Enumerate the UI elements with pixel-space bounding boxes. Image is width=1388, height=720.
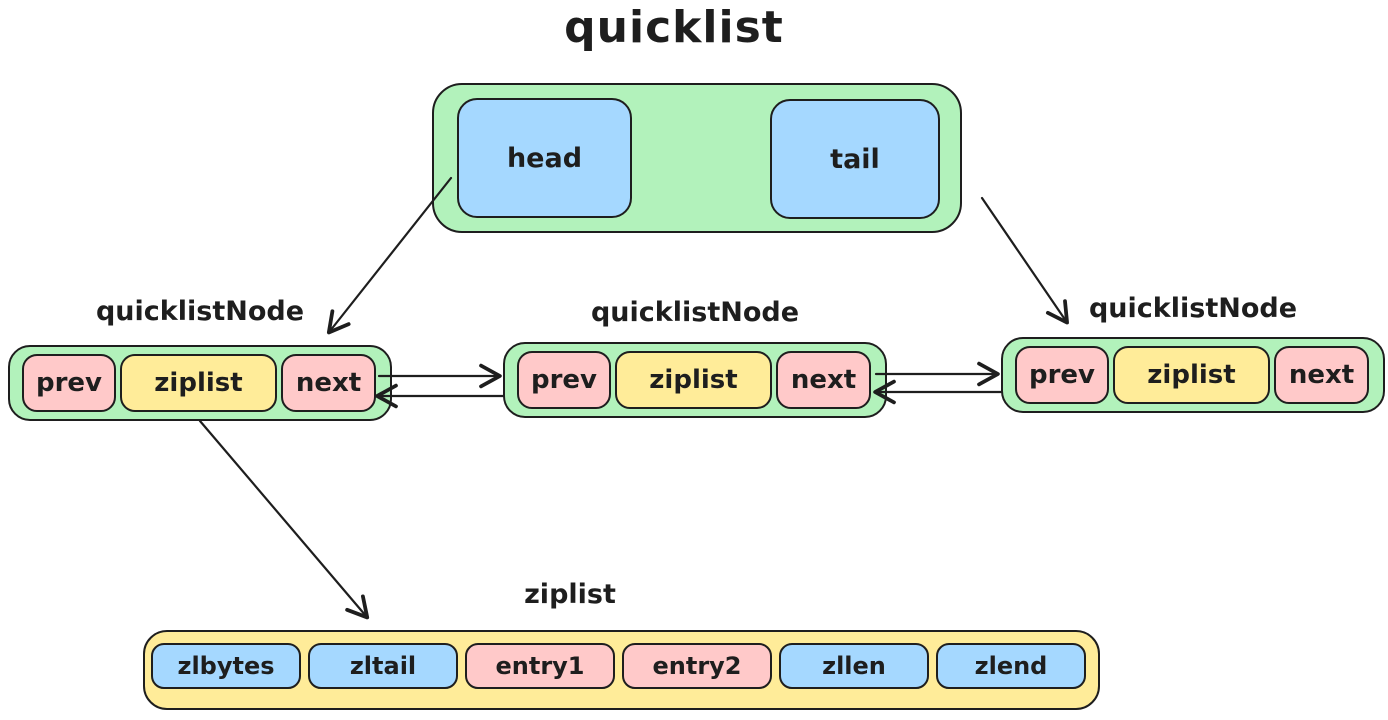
head-pointer-box: head: [457, 98, 632, 218]
ziplist-label: ziplist: [524, 579, 616, 610]
ziplist-cell-zlend: zlend: [936, 643, 1086, 689]
quicklist-container: head tail: [432, 83, 962, 233]
node3-prev-box: prev: [1015, 346, 1109, 404]
node3-ziplist-box: ziplist: [1113, 346, 1270, 404]
quicklistnode-2-label: quicklistNode: [590, 297, 800, 328]
node2-prev-box: prev: [517, 351, 611, 409]
diagram-title: quicklist: [564, 2, 784, 53]
quicklistnode-1-label: quicklistNode: [95, 296, 305, 327]
node2-ziplist-box: ziplist: [615, 351, 772, 409]
node1-ziplist-box: ziplist: [120, 354, 277, 412]
node3-next-box: next: [1274, 346, 1369, 404]
quicklistnode-3: prev ziplist next: [1001, 337, 1385, 413]
quicklistnode-1: prev ziplist next: [8, 345, 392, 421]
ziplist-cell-entry2: entry2: [622, 643, 772, 689]
quicklistnode-3-label: quicklistNode: [1088, 293, 1298, 324]
node1-prev-box: prev: [22, 354, 116, 412]
ziplist-container: zlbytes zltail entry1 entry2 zllen zlend: [143, 630, 1100, 710]
ziplist-cell-zlbytes: zlbytes: [151, 643, 301, 689]
node2-next-box: next: [776, 351, 871, 409]
arrow-node1-ziplist-to-ziplist: [198, 419, 370, 620]
tail-pointer-box: tail: [770, 99, 940, 219]
quicklistnode-2: prev ziplist next: [503, 342, 887, 418]
node1-next-box: next: [281, 354, 376, 412]
ziplist-cell-entry1: entry1: [465, 643, 615, 689]
ziplist-cell-zllen: zllen: [779, 643, 929, 689]
ziplist-cell-zltail: zltail: [308, 643, 458, 689]
